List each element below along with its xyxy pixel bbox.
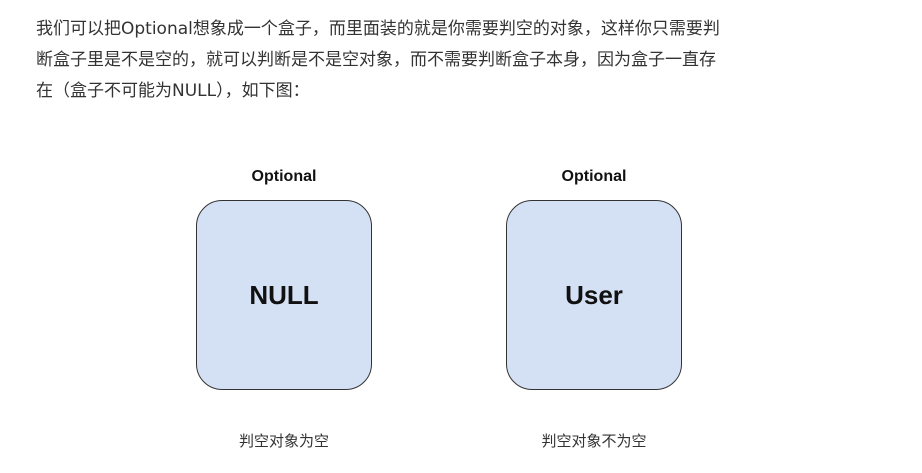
optional-null-group: Optional NULL 判空对象为空 (196, 168, 372, 458)
intro-line-2: 断盒子里是不是空的，就可以判断是不是空对象，而不需要判断盒子本身，因为盒子一直存 (36, 50, 716, 70)
box-content-user: User (565, 279, 623, 310)
intro-paragraph: 我们可以把Optional想象成一个盒子，而里面装的就是你需要判空的对象，这样你… (36, 14, 896, 107)
caption-right: 判空对象不为空 (541, 432, 647, 450)
optional-title-right: Optional (561, 168, 627, 185)
optional-box-null: NULL (196, 200, 372, 390)
intro-line-3: 在（盒子不可能为NULL），如下图： (36, 81, 310, 101)
box-content-null: NULL (249, 279, 319, 310)
optional-title-left: Optional (251, 168, 317, 185)
optional-box-user: User (506, 200, 682, 390)
optional-user-group: Optional User 判空对象不为空 (506, 168, 682, 458)
caption-left: 判空对象为空 (238, 432, 329, 450)
intro-line-1: 我们可以把Optional想象成一个盒子，而里面装的就是你需要判空的对象，这样你… (36, 19, 720, 39)
